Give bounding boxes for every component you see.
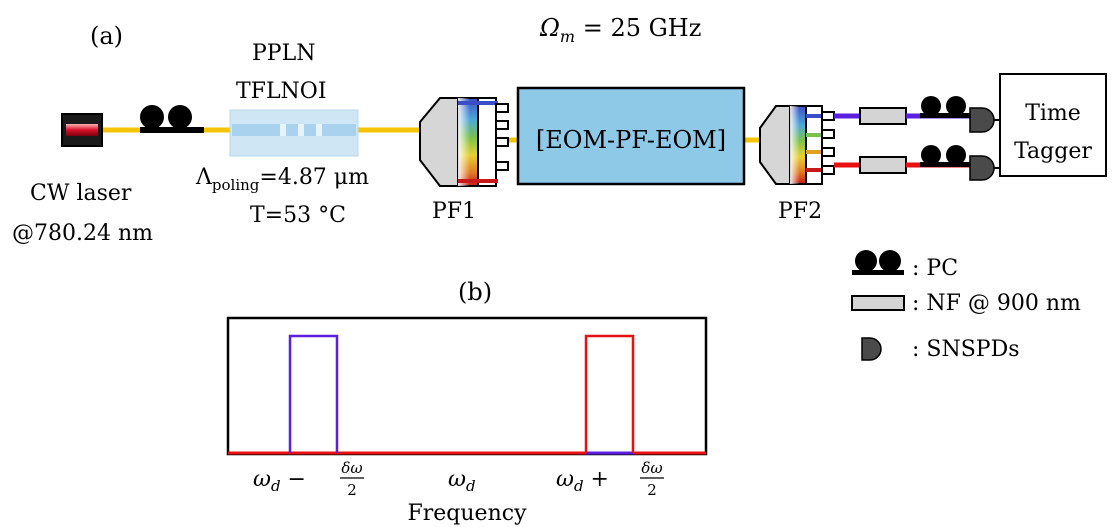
cw-laser-icon: [61, 113, 103, 147]
polarization-controller-icon: [140, 105, 204, 133]
tagger-label-line2: Tagger: [1014, 139, 1092, 164]
time-tagger-box: [999, 73, 1107, 177]
crystal-label-line2: TFLNOI: [236, 79, 327, 104]
tick-label-upper: ωd + δω 2: [556, 459, 664, 499]
prism-filter-1-icon: [419, 97, 509, 187]
svg-text:2: 2: [347, 481, 357, 499]
svg-text:ωd: ωd: [448, 467, 476, 495]
svg-text:ωd −: ωd −: [253, 467, 306, 495]
pf1-label: PF1: [432, 199, 476, 224]
poling-period-label: Λpoling=4.87 μm: [195, 165, 369, 194]
svg-text:ωd +: ωd +: [556, 467, 609, 495]
panel-b-label: (b): [458, 278, 492, 306]
svg-text:δω: δω: [641, 459, 662, 477]
legend-nf-label: : NF @ 900 nm: [912, 291, 1081, 316]
tagger-label-line1: Time: [1025, 101, 1081, 126]
spectrum-peak-lower: [288, 334, 339, 453]
legend-nf-icon: [851, 295, 905, 311]
tick-label-center: ωd: [448, 467, 476, 495]
prism-filter-2-icon: [759, 105, 835, 185]
ppln-crystal-icon: [229, 109, 359, 157]
panel-a-label: (a): [90, 22, 123, 50]
output-channel-red: [834, 145, 995, 181]
legend-pc-label: : PC: [912, 256, 958, 281]
legend-pc-icon: [852, 250, 904, 275]
output-channel-blue: [834, 96, 995, 133]
svg-text:δω: δω: [341, 459, 362, 477]
legend-snspd-label: : SNSPDs: [912, 337, 1020, 362]
spectrum-peak-upper: [584, 334, 635, 453]
svg-text:2: 2: [647, 481, 657, 499]
legend: : PC : NF @ 900 nm : SNSPDs: [851, 250, 1081, 362]
eom-label: [EOM-PF-EOM]: [536, 126, 726, 154]
spectrum-frame: [226, 316, 708, 456]
temperature-label: T=53 °C: [250, 203, 346, 228]
laser-label-line1: CW laser: [30, 181, 132, 206]
eom-pf-eom-box: [516, 86, 746, 186]
legend-snspd-icon: [861, 337, 882, 361]
modulation-frequency-label: Ωm = 25 GHz: [539, 14, 701, 46]
crystal-label-line1: PPLN: [252, 41, 315, 66]
tick-label-lower: ωd − δω 2: [253, 459, 364, 499]
laser-label-line2: @780.24 nm: [12, 221, 153, 246]
pf2-label: PF2: [778, 199, 822, 224]
spectrum-x-axis-label: Frequency: [408, 501, 528, 526]
